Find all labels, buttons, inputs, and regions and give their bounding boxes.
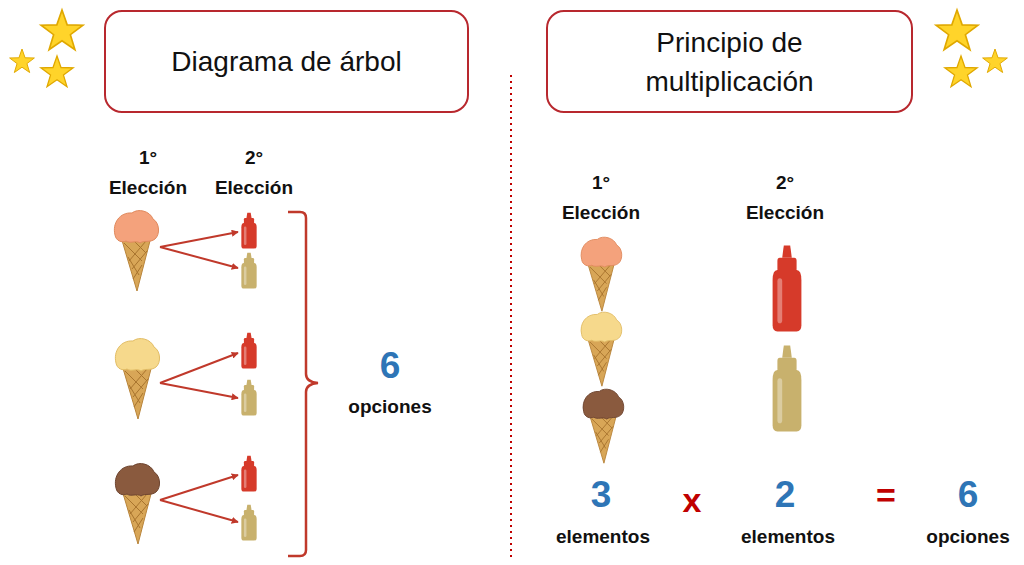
tree-arrow xyxy=(160,232,238,247)
star xyxy=(983,49,1008,73)
count-number: 6 xyxy=(360,345,420,387)
ice-cream-cone xyxy=(587,262,615,312)
title-text: Diagrama de árbol xyxy=(171,42,401,81)
ice-cream-scoop xyxy=(581,312,622,342)
ketchup-bottle xyxy=(241,333,256,369)
star xyxy=(10,49,35,73)
count-number: 2 xyxy=(755,474,815,516)
curly-bracket xyxy=(288,212,318,556)
star xyxy=(41,56,73,87)
star xyxy=(41,10,83,50)
operator-sign: = xyxy=(861,475,911,515)
count-word: elementos xyxy=(723,525,853,549)
choice-heading: 1° Elección xyxy=(556,168,646,228)
ice-cream-cone xyxy=(589,414,617,464)
ice-cream-cone xyxy=(587,337,615,387)
tree-arrow xyxy=(160,383,238,398)
ice-cream-cone xyxy=(122,490,152,544)
dotted-divider xyxy=(510,75,512,560)
ice-cream-scoop xyxy=(114,211,158,243)
tree-arrow xyxy=(160,500,238,522)
mustard-bottle xyxy=(773,345,802,431)
choice-heading: 2° Elección xyxy=(209,143,299,203)
ice-cream-scoop xyxy=(115,464,159,496)
ketchup-bottle xyxy=(241,456,256,492)
tree-arrow xyxy=(160,353,238,383)
ketchup-bottle xyxy=(773,245,802,331)
mustard-bottle xyxy=(241,505,256,541)
tree-arrow xyxy=(160,475,238,500)
ice-cream-cone xyxy=(121,237,151,291)
tree-arrow xyxy=(160,247,238,268)
operator-sign: x xyxy=(667,480,717,520)
ketchup-bottle xyxy=(241,213,256,249)
title-text: Principio de multiplicación xyxy=(610,23,850,101)
ice-cream-scoop xyxy=(115,339,159,371)
title-box: Diagrama de árbol xyxy=(104,10,469,113)
star xyxy=(936,10,978,50)
mustard-bottle xyxy=(241,253,256,289)
count-number: 3 xyxy=(571,474,631,516)
ice-cream-scoop xyxy=(583,389,624,419)
title-box: Principio de multiplicación xyxy=(546,10,913,113)
choice-heading: 2° Elección xyxy=(740,168,830,228)
mustard-bottle xyxy=(241,380,256,416)
count-number: 6 xyxy=(938,474,998,516)
ice-cream-scoop xyxy=(581,237,622,267)
choice-heading: 1° Elección xyxy=(103,143,193,203)
ice-cream-cone xyxy=(122,365,152,419)
star xyxy=(945,56,977,87)
count-word: opciones xyxy=(908,525,1024,549)
count-word: elementos xyxy=(538,525,668,549)
count-word: opciones xyxy=(330,395,450,419)
